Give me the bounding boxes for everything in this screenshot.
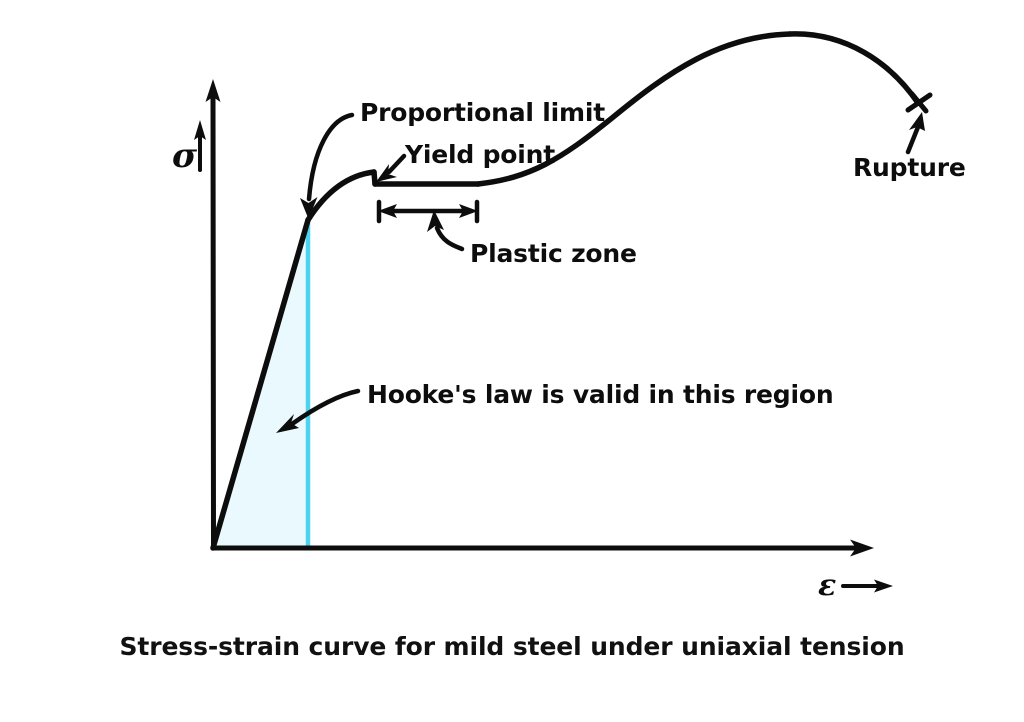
plastic-zone-leader-line: [434, 225, 465, 252]
plastic-zone-annotation: Plastic zone: [376, 199, 637, 268]
sigma-stress-symbol: σ: [172, 136, 198, 176]
yield-point-leader-line: [386, 153, 407, 175]
proportional-limit-annotation: Proportional limit: [300, 98, 605, 219]
proportional-limit-arrowhead: [300, 197, 318, 219]
y-axis-arrowhead: [205, 79, 221, 102]
plastic-zone-arrowhead: [427, 210, 444, 232]
hookes-law-label: Hooke's law is valid in this region: [367, 380, 833, 409]
rupture-arrowhead: [909, 112, 925, 131]
x-axis-arrowhead: [850, 539, 874, 557]
epsilon-strain-symbol: ε: [818, 568, 836, 603]
yield-point-annotation: Yield point: [376, 140, 555, 182]
yield-approach-segment: [305, 169, 377, 223]
rupture-cross-mark-2: [909, 91, 929, 114]
yield-point-arrowhead: [376, 164, 397, 182]
rupture-leader-line: [905, 124, 921, 155]
rupture-annotation: Rupture: [853, 112, 966, 182]
sigma-up-arrow-head: [194, 120, 206, 140]
elastic-linear-segment: [210, 217, 311, 551]
hookes-law-leader-line: [289, 388, 361, 427]
plastic-zone-right-arrowhead: [459, 204, 478, 218]
strain-hardening-segment: [475, 31, 793, 187]
rupture-label: Rupture: [853, 153, 966, 182]
y-axis-label-group: σ: [172, 120, 206, 176]
figure-caption: Stress-strain curve for mild steel under…: [119, 632, 904, 661]
x-axis-label-group: ε: [818, 568, 893, 603]
plastic-zone-left-arrowhead: [378, 204, 397, 218]
proportional-limit-leader-line: [306, 112, 355, 202]
epsilon-right-arrow-head: [874, 579, 893, 593]
plastic-zone-label: Plastic zone: [470, 239, 637, 268]
hookes-law-arrowhead: [276, 414, 299, 433]
necking-segment: [787, 31, 921, 106]
axes-group: [205, 79, 874, 557]
proportional-limit-label: Proportional limit: [360, 98, 605, 127]
hookes-law-annotation: Hooke's law is valid in this region: [276, 380, 834, 433]
yield-point-label: Yield point: [404, 140, 555, 169]
stress-strain-curve-group: [210, 31, 933, 551]
y-axis-line: [210, 93, 216, 551]
